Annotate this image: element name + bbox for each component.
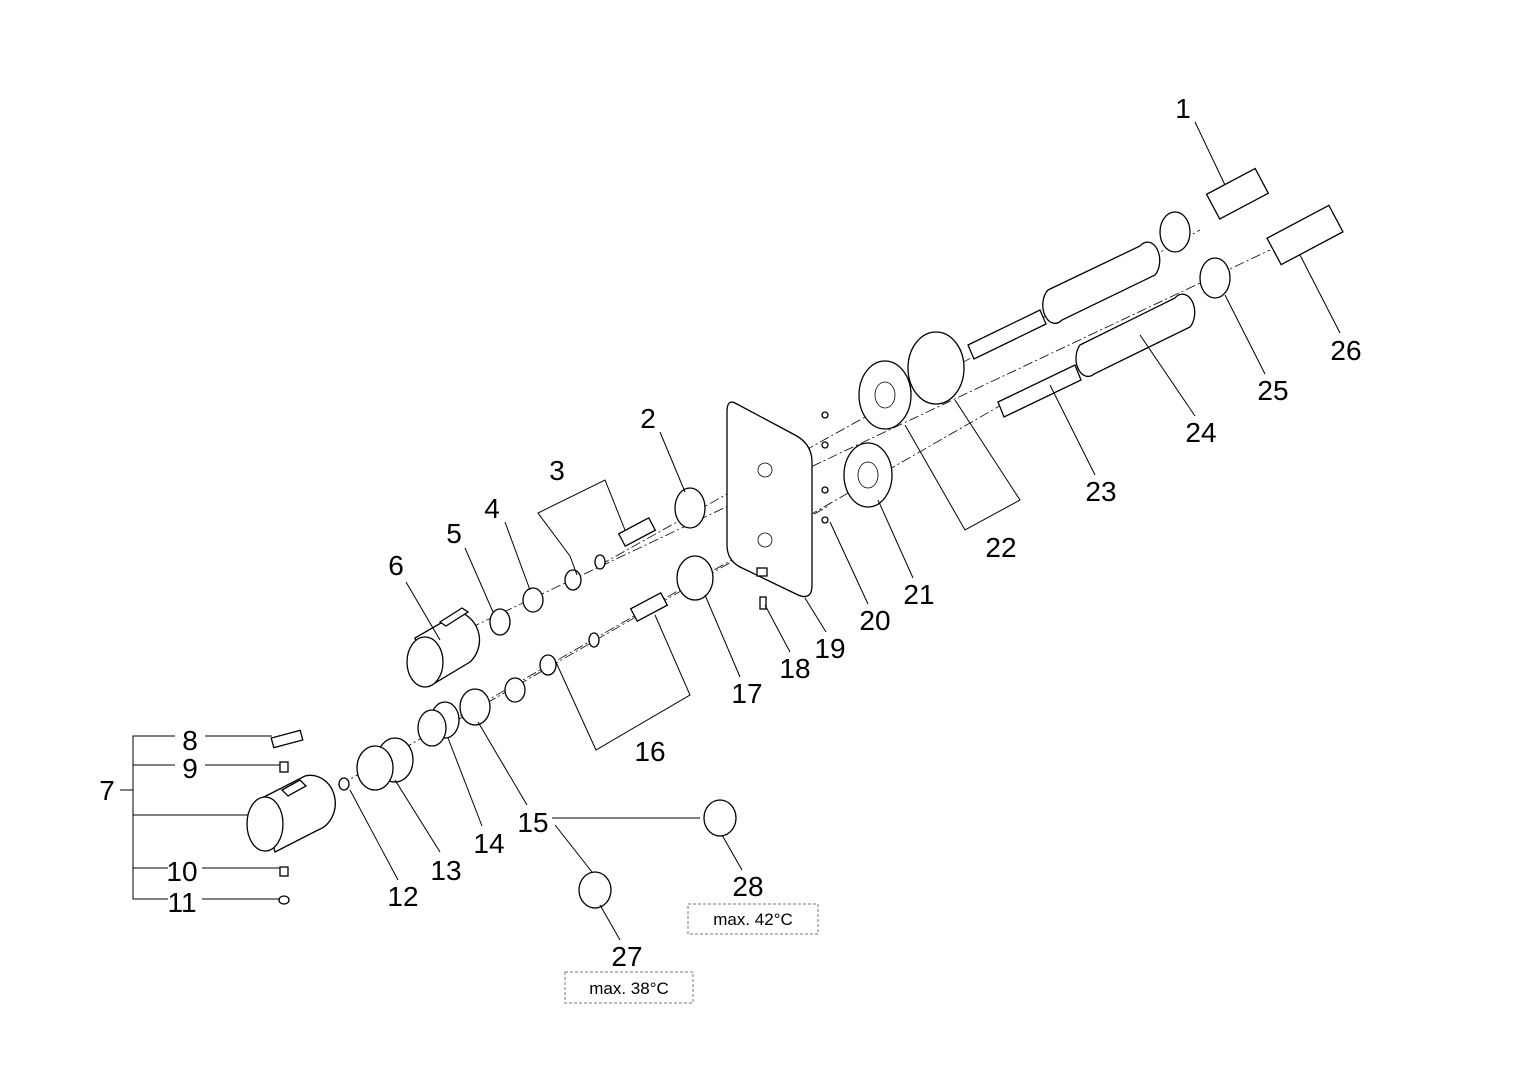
label-19: 19 — [814, 633, 845, 664]
temperature-notes: max. 42°C max. 38°C — [564, 903, 819, 1004]
label-24: 24 — [1185, 417, 1216, 448]
label-23: 23 — [1085, 476, 1116, 507]
label-6: 6 — [388, 550, 404, 581]
label-4: 4 — [484, 493, 500, 524]
part-21-rosette — [843, 442, 893, 508]
part-23-sleeve — [967, 309, 1047, 360]
part-22-o-ring — [907, 331, 965, 405]
label-10: 10 — [166, 856, 197, 887]
leader-lines — [120, 121, 1341, 941]
label-26: 26 — [1330, 335, 1361, 366]
parts — [246, 167, 1344, 909]
label-15: 15 — [517, 807, 548, 838]
label-22: 22 — [985, 532, 1016, 563]
label-8: 8 — [182, 725, 198, 756]
part-28-ring — [703, 799, 737, 837]
label-25: 25 — [1257, 375, 1288, 406]
part-22-rosette — [858, 360, 912, 430]
label-27: 27 — [611, 941, 642, 972]
label-16: 16 — [634, 736, 665, 767]
part-24-filter — [1042, 241, 1161, 324]
label-7: 7 — [99, 775, 115, 806]
part-6-handle — [406, 607, 481, 688]
label-12: 12 — [387, 881, 418, 912]
label-2: 2 — [640, 403, 656, 434]
label-14: 14 — [473, 828, 504, 859]
label-9: 9 — [182, 753, 198, 784]
part-7-knob — [246, 774, 336, 853]
label-20: 20 — [859, 605, 890, 636]
part-labels: 1 2 3 4 5 6 7 8 9 10 11 12 13 14 15 16 1… — [99, 93, 1361, 972]
label-21: 21 — [903, 579, 934, 610]
part-13 — [356, 737, 414, 791]
part-20-screws — [821, 411, 829, 524]
label-13: 13 — [430, 855, 461, 886]
label-28: 28 — [732, 871, 763, 902]
label-1: 1 — [1175, 93, 1191, 124]
part-27-ring — [578, 871, 612, 909]
note-part-27: max. 38°C — [589, 979, 669, 998]
label-18: 18 — [779, 653, 810, 684]
label-3: 3 — [549, 455, 565, 486]
label-11: 11 — [167, 887, 196, 918]
part-19-cover-plate — [726, 401, 813, 598]
part-1-cartridge — [1205, 167, 1270, 220]
part-26-cartridge — [1266, 204, 1344, 266]
part-25-nut — [1199, 257, 1231, 299]
label-17: 17 — [731, 678, 762, 709]
part-14 — [417, 701, 460, 747]
note-part-28: max. 42°C — [713, 910, 793, 929]
label-5: 5 — [446, 518, 462, 549]
